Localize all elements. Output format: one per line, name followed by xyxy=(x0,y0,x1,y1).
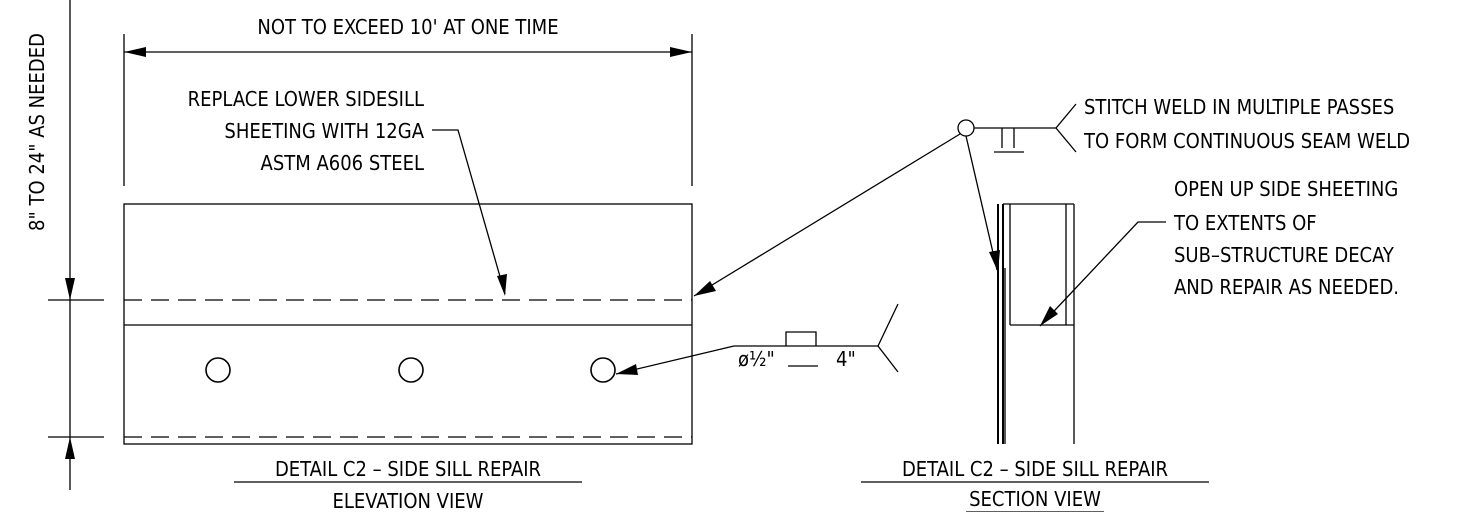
open-note-leader xyxy=(1039,221,1166,327)
elevation-title-block: DETAIL C2 – SIDE SILL REPAIR ELEVATION V… xyxy=(234,457,582,512)
open-note-arrow xyxy=(1040,306,1058,326)
plug-weld-hole-3 xyxy=(590,357,616,383)
seam-weld-symbol: STITCH WELD IN MULTIPLE PASSES TO FORM C… xyxy=(693,95,1410,297)
weld-note-line-2: TO FORM CONTINUOUS SEAM WELD xyxy=(1083,129,1410,153)
plug-weld-symbol: ø½" 4" xyxy=(615,303,899,375)
plug-weld-hole-1 xyxy=(205,357,231,383)
weld-leader-to-section xyxy=(965,135,998,271)
width-dimension-label: NOT TO EXCEED 10' AT ONE TIME xyxy=(257,15,558,39)
plug-weld-tail xyxy=(877,303,899,373)
open-note-line-2: TO EXTENTS OF xyxy=(1173,211,1317,235)
weld-all-around-circle xyxy=(957,119,975,137)
section-title: DETAIL C2 – SIDE SILL REPAIR xyxy=(902,457,1168,481)
section-view: STITCH WELD IN MULTIPLE PASSES TO FORM C… xyxy=(693,95,1410,512)
open-note: OPEN UP SIDE SHEETING TO EXTENTS OF SUB–… xyxy=(1039,177,1399,327)
weld-tail xyxy=(1055,103,1077,153)
note-leader-arrow xyxy=(497,274,507,296)
width-dimension: NOT TO EXCEED 10' AT ONE TIME xyxy=(123,15,693,186)
sill-outline xyxy=(123,203,693,445)
elevation-subtitle: ELEVATION VIEW xyxy=(333,489,484,512)
plug-weld-diameter: ø½" xyxy=(738,347,775,371)
sill-body xyxy=(123,203,693,445)
weld-leader-to-elevation xyxy=(693,133,961,297)
elevation-title: DETAIL C2 – SIDE SILL REPAIR xyxy=(275,457,541,481)
open-note-line-3: SUB–STRUCTURE DECAY xyxy=(1174,243,1395,267)
replace-note: REPLACE LOWER SIDESILL SHEETING WITH 12G… xyxy=(188,87,507,296)
plug-weld-arrow xyxy=(616,364,638,375)
arrowhead-top xyxy=(65,278,75,300)
arrowhead-bottom xyxy=(65,437,75,459)
section-title-block: DETAIL C2 – SIDE SILL REPAIR SECTION VIE… xyxy=(861,457,1209,512)
note-leader xyxy=(432,129,506,295)
plug-weld-box xyxy=(785,331,817,346)
section-subtitle: SECTION VIEW xyxy=(969,487,1101,511)
elevation-view: NOT TO EXCEED 10' AT ONE TIME 8" TO 24" … xyxy=(25,0,899,512)
note-line-3: ASTM A606 STEEL xyxy=(261,151,424,175)
note-line-2: SHEETING WITH 12GA xyxy=(224,119,424,143)
note-line-1: REPLACE LOWER SIDESILL xyxy=(188,87,424,111)
weld-note-line-1: STITCH WELD IN MULTIPLE PASSES xyxy=(1084,95,1394,119)
open-note-line-1: OPEN UP SIDE SHEETING xyxy=(1174,177,1398,201)
weld-leader-arrow-1 xyxy=(694,281,716,296)
height-dimension: 8" TO 24" AS NEEDED xyxy=(25,0,104,490)
section-profile xyxy=(997,203,1075,444)
height-dimension-label: 8" TO 24" AS NEEDED xyxy=(25,33,49,231)
arrowhead-right xyxy=(670,47,692,57)
plug-weld-hole-2 xyxy=(398,357,424,383)
open-note-line-4: AND REPAIR AS NEEDED. xyxy=(1174,275,1399,299)
plug-weld-length: 4" xyxy=(836,347,856,371)
arrowhead-left xyxy=(124,47,146,57)
